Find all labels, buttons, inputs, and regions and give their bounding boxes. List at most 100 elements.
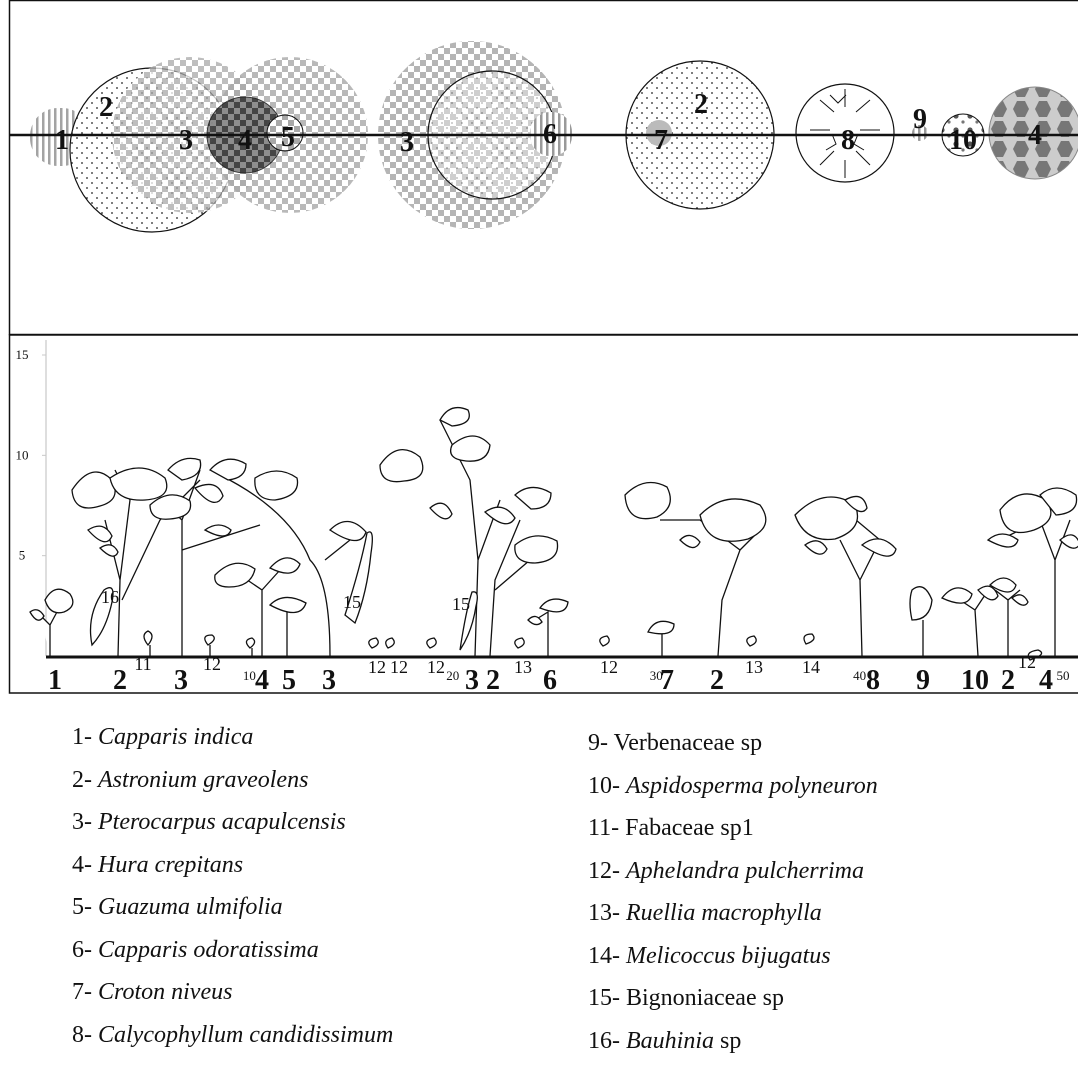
legend-item: 14- Melicoccus bijugatus xyxy=(588,941,878,984)
species-number-label: 13 xyxy=(514,657,532,677)
legend-item: 12- Aphelandra pulcherrima xyxy=(588,856,878,899)
legend-item: 7- Croton niveus xyxy=(72,977,393,1020)
legend-item: 11- Fabaceae sp1 xyxy=(588,813,878,856)
crown-label: 4 xyxy=(238,125,252,156)
species-number-label: 4 xyxy=(255,665,269,696)
species-number-label: 4 xyxy=(1039,665,1053,696)
legend-item: 5- Guazuma ulmifolia xyxy=(72,892,393,935)
legend-number: 3- xyxy=(72,809,92,835)
legend-item: 6- Capparis odoratissima xyxy=(72,935,393,978)
legend-species-name: Bauhinia xyxy=(626,1028,714,1054)
species-number-label: 2 xyxy=(710,665,724,696)
species-number-label: 12 xyxy=(203,654,221,674)
legend-number: 4- xyxy=(72,852,92,878)
x-tick-label: 20 xyxy=(446,668,459,683)
legend-number: 16- xyxy=(588,1028,620,1054)
legend-number: 10- xyxy=(588,773,620,799)
vegetation-profile-diagram: 12345367289104 51015 1020304050 xyxy=(0,0,1078,700)
legend-item: 15- Bignoniaceae sp xyxy=(588,983,878,1026)
legend-item: 4- Hura crepitans xyxy=(72,850,393,893)
legend-left: 1- Capparis indica2- Astronium graveolen… xyxy=(72,722,393,1062)
species-number-label: 2 xyxy=(1001,665,1015,696)
legend-item: 8- Calycophyllum candidissimum xyxy=(72,1020,393,1063)
legend-number: 2- xyxy=(72,767,92,793)
legend-species-name: Calycophyllum candidissimum xyxy=(98,1022,393,1048)
legend-species-name: Pterocarpus acapulcensis xyxy=(98,809,346,835)
species-number-label: 14 xyxy=(802,657,820,677)
legend-number: 9- xyxy=(588,730,608,756)
crown-label: 5 xyxy=(281,122,295,153)
y-tick-label: 10 xyxy=(16,447,29,462)
legend-species-name: Hura crepitans xyxy=(98,852,243,878)
legend-item: 13- Ruellia macrophylla xyxy=(588,898,878,941)
x-tick-label: 40 xyxy=(853,668,866,683)
legend-number: 13- xyxy=(588,900,620,926)
legend-number: 5- xyxy=(72,894,92,920)
legend-species-name: Capparis indica xyxy=(98,724,253,750)
legend-number: 8- xyxy=(72,1022,92,1048)
species-number-label: 12 xyxy=(600,657,618,677)
crown-label: 1 xyxy=(55,125,69,156)
x-axis-ticks: 1020304050 xyxy=(243,668,1070,683)
species-number-label: 9 xyxy=(916,665,930,696)
species-number-label: 12 xyxy=(390,657,408,677)
tree-profiles xyxy=(30,408,1078,660)
species-number-label: 5 xyxy=(282,665,296,696)
legend-number: 14- xyxy=(588,943,620,969)
species-number-label: 15 xyxy=(452,594,470,614)
crown-label: 10 xyxy=(949,125,977,156)
legend-right: 9- Verbenaceae sp10- Aspidosperma polyne… xyxy=(588,728,878,1068)
legend-species-name: Guazuma ulmifolia xyxy=(98,894,283,920)
legend-number: 1- xyxy=(72,724,92,750)
legend-species-name: Croton niveus xyxy=(98,979,232,1005)
x-tick-label: 50 xyxy=(1057,668,1070,683)
crown-label: 8 xyxy=(841,125,855,156)
crown-label: 2 xyxy=(694,89,708,120)
crown-label: 4 xyxy=(1028,120,1042,151)
species-number-label: 2 xyxy=(486,665,500,696)
species-number-label: 2 xyxy=(113,665,127,696)
species-number-label: 11 xyxy=(134,654,151,674)
y-tick-label: 5 xyxy=(19,548,26,563)
species-number-label: 13 xyxy=(745,657,763,677)
legend-number: 7- xyxy=(72,979,92,1005)
y-tick-label: 15 xyxy=(16,347,29,362)
legend-number: 6- xyxy=(72,937,92,963)
legend-species-name: Astronium graveolens xyxy=(98,767,308,793)
species-number-label: 3 xyxy=(174,665,188,696)
legend-species-name: Bignoniaceae sp xyxy=(626,985,784,1011)
x-tick-label: 10 xyxy=(243,668,256,683)
legend-species-name: Verbenaceae sp xyxy=(614,730,763,756)
legend-item: 1- Capparis indica xyxy=(72,722,393,765)
species-number-label: 8 xyxy=(866,665,880,696)
legend-number: 15- xyxy=(588,985,620,1011)
species-number-label: 10 xyxy=(961,665,989,696)
legend-number: 12- xyxy=(588,858,620,884)
crown-label: 2 xyxy=(99,92,113,123)
legend-species-name: Fabaceae sp1 xyxy=(625,815,754,841)
legend-item: 10- Aspidosperma polyneuron xyxy=(588,771,878,814)
legend-species-name: Melicoccus bijugatus xyxy=(626,943,831,969)
species-number-label: 12 xyxy=(1018,652,1036,672)
species-number-label: 12 xyxy=(427,657,445,677)
species-number-label: 1 xyxy=(48,665,62,696)
crown-label: 3 xyxy=(400,127,414,158)
species-number-label: 7 xyxy=(660,665,674,696)
crown-label: 7 xyxy=(654,125,668,156)
species-number-label: 16 xyxy=(101,587,119,607)
legend-item: 16- Bauhinia sp xyxy=(588,1026,878,1069)
species-number-label: 12 xyxy=(368,657,386,677)
legend-item: 2- Astronium graveolens xyxy=(72,765,393,808)
legend-item: 9- Verbenaceae sp xyxy=(588,728,878,771)
legend-item: 3- Pterocarpus acapulcensis xyxy=(72,807,393,850)
crown-label: 6 xyxy=(543,119,557,150)
species-number-label: 3 xyxy=(465,665,479,696)
y-axis-ticks: 5 10 15 xyxy=(16,347,47,563)
legend-species-suffix: sp xyxy=(714,1028,741,1054)
species-number-label: 6 xyxy=(543,665,557,696)
crown-label: 3 xyxy=(179,125,193,156)
legend-number: 11- xyxy=(588,815,619,841)
species-number-label: 3 xyxy=(322,665,336,696)
crown-label: 9 xyxy=(913,104,927,135)
legend-species-name: Capparis odoratissima xyxy=(98,937,319,963)
